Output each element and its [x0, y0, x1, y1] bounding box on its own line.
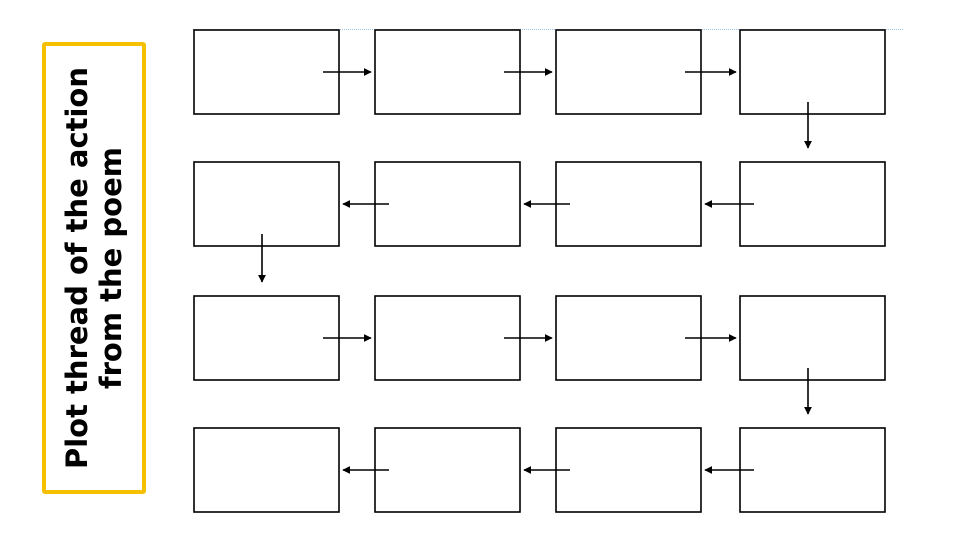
box-r1-c4 [739, 29, 886, 115]
box-r4-c1 [193, 427, 340, 513]
title-frame: Plot thread of the action from the poem [42, 42, 146, 494]
box-r3-c4 [739, 295, 886, 381]
box-r3-c3 [555, 295, 702, 381]
box-r2-c4 [739, 161, 886, 247]
box-r2-c2 [374, 161, 521, 247]
box-r3-c2 [374, 295, 521, 381]
box-r4-c4 [739, 427, 886, 513]
box-r2-c3 [555, 161, 702, 247]
boxes-layer [193, 29, 886, 513]
arrows-layer [258, 68, 812, 474]
box-r3-c1 [193, 295, 340, 381]
box-r1-c2 [374, 29, 521, 115]
top-guide-line [193, 29, 903, 30]
box-r1-c1 [193, 29, 340, 115]
box-r4-c3 [555, 427, 702, 513]
box-r2-c1 [193, 161, 340, 247]
box-r1-c3 [555, 29, 702, 115]
box-r4-c2 [374, 427, 521, 513]
